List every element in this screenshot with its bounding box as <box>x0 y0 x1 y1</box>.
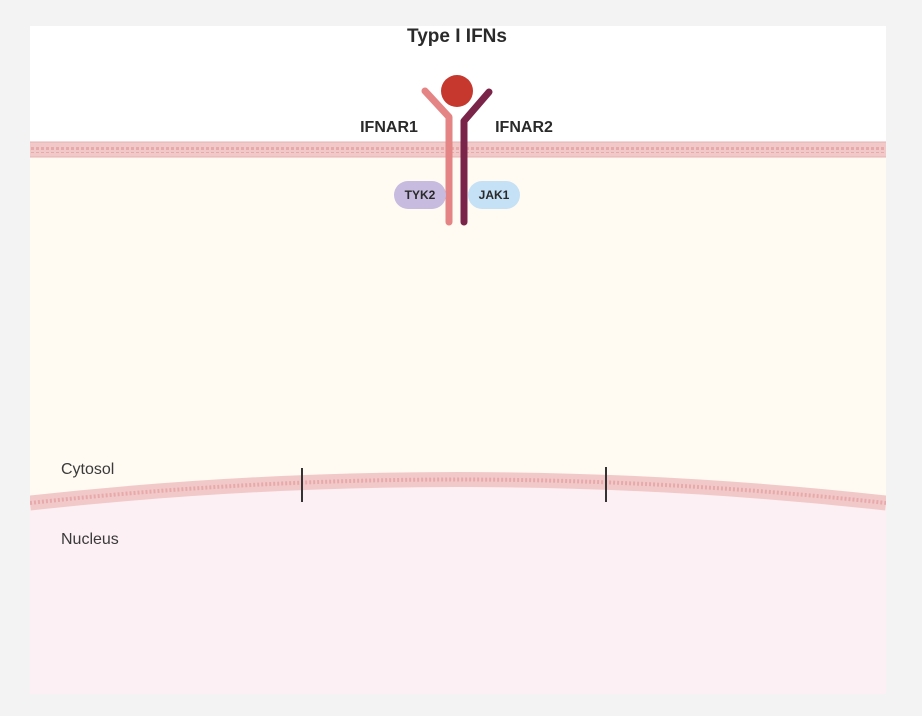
cytosol-region <box>30 156 886 516</box>
diagram-canvas: Type I IFNs IFNAR1 IFNAR2 TYK2 JAK1 Cyto… <box>30 26 886 694</box>
nucleus-region <box>30 479 886 694</box>
ifnar2-label: IFNAR2 <box>495 119 553 136</box>
ifn-ligand <box>441 75 473 107</box>
nuclear-envelope <box>30 472 886 511</box>
signaling-diagram: Type I IFNs IFNAR1 IFNAR2 TYK2 JAK1 Cyto… <box>30 26 886 694</box>
ifnar2-receptor <box>460 88 493 226</box>
plasma-membrane <box>30 141 886 158</box>
ifnar1-label: IFNAR1 <box>360 119 418 136</box>
jak1-kinase <box>468 181 520 209</box>
nucleus-label: Nucleus <box>61 531 119 548</box>
cytosol-label: Cytosol <box>61 461 114 478</box>
ifnar1-receptor <box>421 87 453 226</box>
jak1-label: JAK1 <box>479 188 510 202</box>
tyk2-kinase <box>394 181 446 209</box>
diagram-title: Type I IFNs <box>407 26 507 47</box>
tyk2-label: TYK2 <box>405 188 436 202</box>
